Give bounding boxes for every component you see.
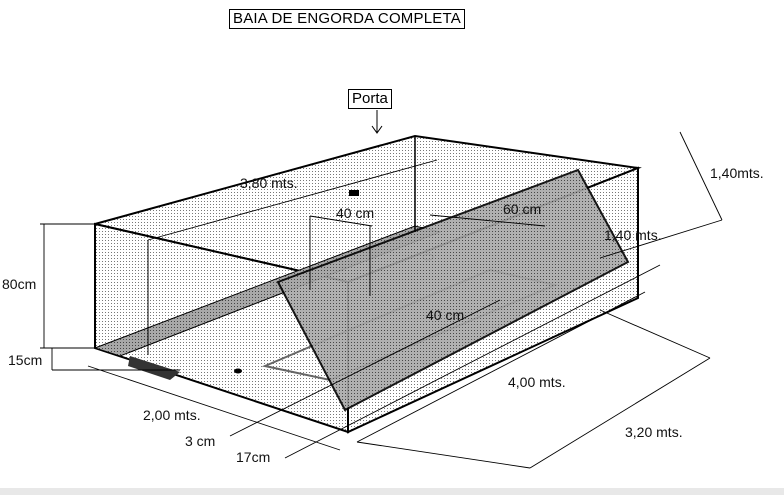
- door-arrowhead-icon: [371, 125, 383, 134]
- latch: [349, 190, 359, 196]
- dim-length-top: 3,80 mts.: [240, 175, 298, 191]
- dim-depth-right: 1,40mts.: [710, 165, 764, 181]
- dim-door-offset: 40 cm: [336, 205, 374, 221]
- dimension-lines: [40, 131, 723, 469]
- drinker: [234, 368, 242, 374]
- dim-gap-3: 3 cm: [185, 433, 215, 449]
- diagram-title: BAIA DE ENGORDA COMPLETA: [229, 9, 465, 29]
- dim-front-width: 2,00 mts.: [143, 407, 201, 423]
- dim-floor-slot: 40 cm: [426, 307, 464, 323]
- dim-inner-width: 1,40 mts.: [604, 227, 662, 243]
- dim-height: 80cm: [2, 276, 36, 292]
- door-label: Porta: [348, 89, 392, 109]
- dim-total-width: 3,20 mts.: [625, 424, 683, 440]
- dim-length-bottom: 4,00 mts.: [508, 374, 566, 390]
- dim-gap-17: 17cm: [236, 449, 270, 465]
- bottom-strip: [0, 488, 784, 495]
- dim-feeder-width: 60 cm: [503, 201, 541, 217]
- dim-base-height: 15cm: [8, 352, 42, 368]
- inclined-panel: [276, 168, 630, 412]
- drain-grate: [128, 356, 180, 380]
